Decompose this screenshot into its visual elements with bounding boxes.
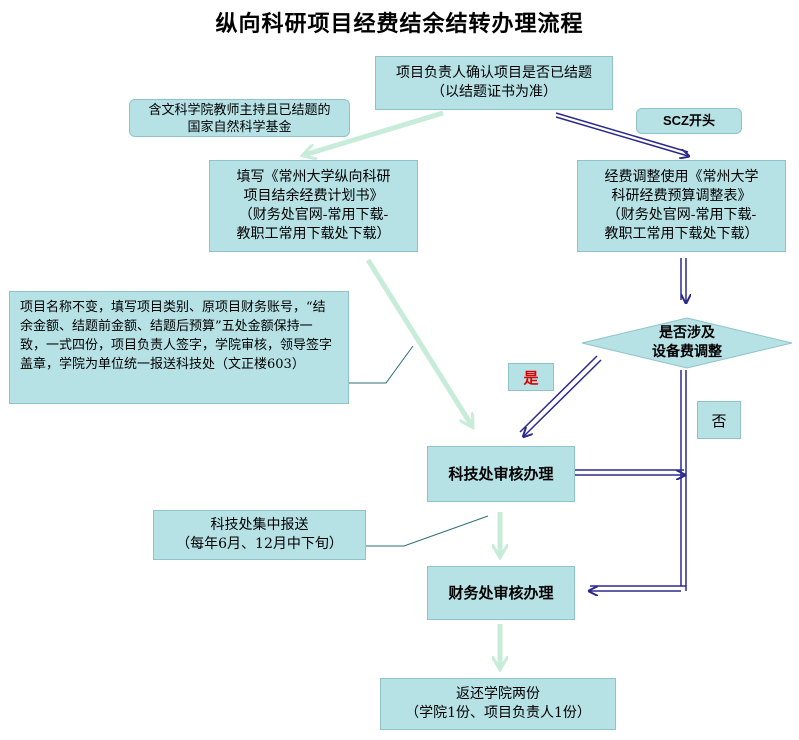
sci-submit-box: 科技处集中报送 （每年6月、12月中下旬） (153, 510, 366, 560)
callout-left-note (349, 345, 414, 384)
fin-review-box: 财务处审核办理 (427, 566, 575, 620)
decision-line1: 是否涉及 (659, 325, 715, 341)
sci-submit-line1: 科技处集中报送 (210, 517, 309, 533)
fill-plan-line4: 教职工常用下载处下载） (236, 226, 391, 242)
sci-review-label: 科技处审核办理 (448, 464, 554, 483)
arrow-plan-to-sci (365, 258, 472, 426)
budget-adjust-line4: 教职工常用下载处下载） (604, 226, 759, 242)
start-box: 项目负责人确认项目是否已结题 （以结题证书为准） (375, 56, 613, 110)
fill-plan-box: 填写《常州大学纵向科研 项目结余经费计划书》 （财务处官网-常用下载- 教职工常… (209, 160, 418, 252)
decision-label: 是否涉及 设备费调整 (582, 318, 792, 368)
fill-plan-line1: 填写《常州大学纵向科研 (236, 169, 391, 185)
note-scz-label: SCZ开头 (662, 113, 715, 128)
start-line1: 项目负责人确认项目是否已结题 (396, 65, 592, 81)
arrow-decision-no (590, 370, 687, 591)
sci-submit-line2: （每年6月、12月中下旬） (176, 536, 343, 552)
page-title: 纵向科研项目经费结余结转办理流程 (215, 11, 584, 37)
note-nsfc-line2: 国家自然科学基金 (187, 120, 292, 135)
note-nsfc: 含文科学院教师主持且已结题的 国家自然科学基金 (129, 99, 350, 137)
budget-adjust-line1: 经费调整使用《常州大学 (604, 169, 759, 185)
note-nsfc-line1: 含文科学院教师主持且已结题的 (148, 103, 331, 118)
callout-sci-submit (366, 515, 489, 547)
return-box: 返还学院两份 （学院1份、项目负责人1份） (380, 678, 616, 730)
yes-label: 是 (508, 363, 554, 391)
budget-adjust-line3: （财务处官网-常用下载- (606, 207, 757, 223)
start-line2: （以结题证书为准） (431, 84, 557, 100)
line-sci-to-merge (575, 469, 684, 475)
sci-review-box: 科技处审核办理 (427, 446, 575, 502)
arrow-start-to-plan (304, 110, 444, 155)
arrow-decision-yes (519, 355, 602, 436)
arrow-start-to-budget (555, 112, 688, 156)
return-line1: 返还学院两份 (456, 686, 540, 702)
note-scz: SCZ开头 (636, 108, 742, 134)
no-label: 否 (697, 401, 741, 439)
requirements-note: 项目名称不变，填写项目类别、原项目财务账号，“结余金额、结题前金额、结题后预算”… (9, 291, 349, 404)
budget-adjust-line2: 科研经费预算调整表》 (611, 188, 752, 204)
fill-plan-line3: （财务处官网-常用下载- (238, 207, 389, 223)
fill-plan-line2: 项目结余经费计划书》 (243, 188, 384, 204)
budget-adjust-box: 经费调整使用《常州大学 科研经费预算调整表》 （财务处官网-常用下载- 教职工常… (577, 160, 786, 252)
decision-line2: 设备费调整 (652, 344, 722, 360)
fin-review-label: 财务处审核办理 (448, 583, 554, 602)
return-line2: （学院1份、项目负责人1份） (405, 705, 591, 721)
decision-diamond (581, 317, 793, 369)
arrow-budget-to-decision (680, 258, 686, 302)
